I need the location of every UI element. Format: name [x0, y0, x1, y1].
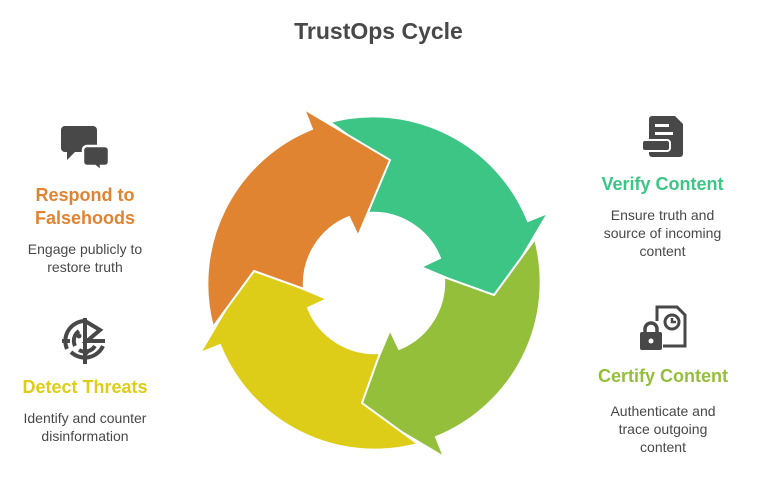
- arrow-respond-to-falsehoods: [206, 106, 392, 330]
- lock-clock-file-icon: [640, 305, 687, 350]
- step-description-line: source of incoming: [603, 225, 722, 241]
- arrow-detect-threats: [197, 265, 421, 451]
- arrow-certify-content: [356, 236, 542, 460]
- step-description-line: disinformation: [41, 428, 129, 444]
- step-certify: Certify Content Authenticate and trace o…: [583, 303, 743, 456]
- arrow-verify-content: [327, 115, 551, 301]
- step-detect: Detect Threats Identify and counter disi…: [5, 316, 165, 445]
- step-description-line: Ensure truth and: [610, 207, 715, 223]
- document-icon: [640, 116, 683, 157]
- step-description-line: content: [639, 243, 686, 259]
- step-description-line: Identify and counter: [23, 410, 147, 426]
- step-description-line: trace outgoing: [618, 421, 708, 437]
- diagram-title: TrustOps Cycle: [294, 18, 463, 44]
- step-heading: Detect Threats: [22, 377, 148, 397]
- step-description-line: content: [640, 439, 686, 455]
- step-heading-line: Falsehoods: [34, 208, 136, 228]
- step-respond: Respond to Falsehoods Engage publicly to…: [10, 124, 160, 276]
- chat-bubbles-icon: [61, 126, 111, 172]
- step-description-line: restore truth: [47, 259, 123, 275]
- radar-icon: [62, 318, 105, 364]
- step-heading-line: Respond to: [35, 185, 135, 205]
- step-heading: Verify Content: [601, 174, 724, 194]
- step-heading: Certify Content: [598, 366, 728, 386]
- step-description-line: Authenticate and: [610, 403, 716, 419]
- step-description-line: Engage publicly to: [27, 241, 143, 257]
- step-verify: Verify Content Ensure truth and source o…: [585, 114, 740, 260]
